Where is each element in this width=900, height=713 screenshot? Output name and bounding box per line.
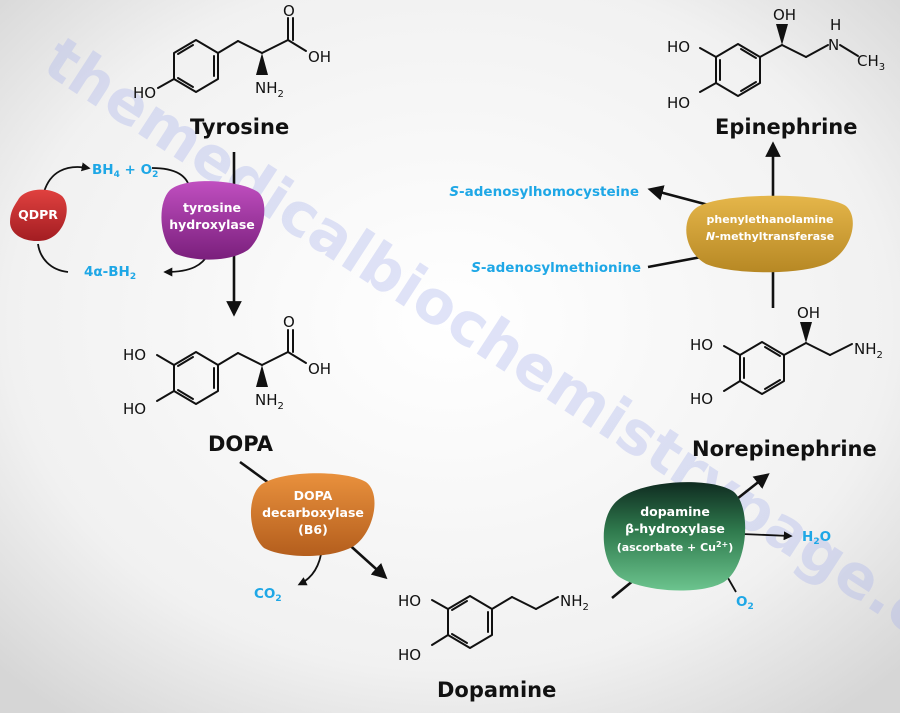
dopamine-structure: HO HO NH2 [398,592,589,664]
tyrosine-structure: HO O OH NH2 [133,2,331,102]
qdpr-enzyme-shape [10,189,67,242]
norepinephrine-ho1-label: HO [690,336,713,354]
dopa-nh2-label: NH2 [255,391,284,412]
epinephrine-structure: HO HO OH H N CH3 [667,6,885,112]
norepinephrine-oh-label: OH [797,304,820,322]
dopa-decarboxylase-shape [250,473,375,556]
norepinephrine-ho2-label: HO [690,390,713,408]
epinephrine-oh-label: OH [773,6,796,24]
arrow-bh2-to-qdpr [37,243,69,273]
dopa-ho2-label: HO [123,400,146,418]
tyrosine-hydroxylase-label-2: hydroxylase [169,217,255,232]
tyrosine-hydroxylase-shape [161,181,265,260]
norepinephrine-name: Norepinephrine [692,437,877,461]
tyrosine-name: Tyrosine [190,115,289,139]
tyrosine-o-label: O [283,2,295,20]
tyrosine-hydroxylase-label-1: tyrosine [183,200,241,215]
dbh-label-3: (ascorbate + Cu2+) [617,540,734,554]
pnmt-label-2: N-methyltransferase [706,230,834,243]
dopamine-ho2-label: HO [398,646,421,664]
dopa-ho1-label: HO [123,346,146,364]
epinephrine-ch3-label: CH3 [857,52,885,73]
cofactor-sah: S-adenosylhomocysteine [449,184,639,200]
epinephrine-name: Epinephrine [715,115,858,139]
cofactor-bh4-o2: BH4 + O2 [92,162,158,180]
dopa-name: DOPA [208,432,274,456]
dopamine-ho1-label: HO [398,592,421,610]
dopamine-nh2-label: NH2 [560,592,589,613]
qdpr-label: QDPR [18,207,58,222]
dopa-structure: HO HO O OH NH2 [123,313,331,418]
dopamine-beta-hydroxylase-shape [603,482,746,591]
arrow-qdpr-to-bh4 [43,162,91,193]
arrow-water-release [741,531,793,541]
arrow-o2-input [727,577,737,593]
dopa-decarboxylase-label-1: DOPA [294,488,333,503]
norepinephrine-structure: HO HO OH NH2 [690,304,883,408]
epinephrine-ho1-label: HO [667,38,690,56]
cofactor-sam: S-adenosylmethionine [471,260,641,276]
pnmt-label-1: phenylethanolamine [706,213,833,226]
dopa-o-label: O [283,313,295,331]
dopamine-name: Dopamine [437,678,556,702]
epinephrine-ho2-label: HO [667,94,690,112]
pnmt-enzyme-shape [686,195,853,273]
cofactor-4a-bh2: 4α-BH2 [84,264,136,282]
tyrosine-oh-label: OH [308,48,331,66]
dopa-oh-label: OH [308,360,331,378]
epinephrine-h-label: H [830,16,841,34]
tyrosine-nh2-label: NH2 [255,79,284,100]
dbh-label-2: β-hydroxylase [625,521,725,536]
tyrosine-ho-label: HO [133,84,156,102]
cofactor-h2o: H2O [802,529,831,547]
dopa-decarboxylase-label-3: (B6) [298,522,328,537]
cofactor-co2: CO2 [254,586,282,604]
dopa-decarboxylase-label-2: decarboxylase [262,505,364,520]
epinephrine-n-label: N [828,36,839,54]
norepinephrine-nh2-label: NH2 [854,340,883,361]
dbh-label-1: dopamine [640,504,710,519]
